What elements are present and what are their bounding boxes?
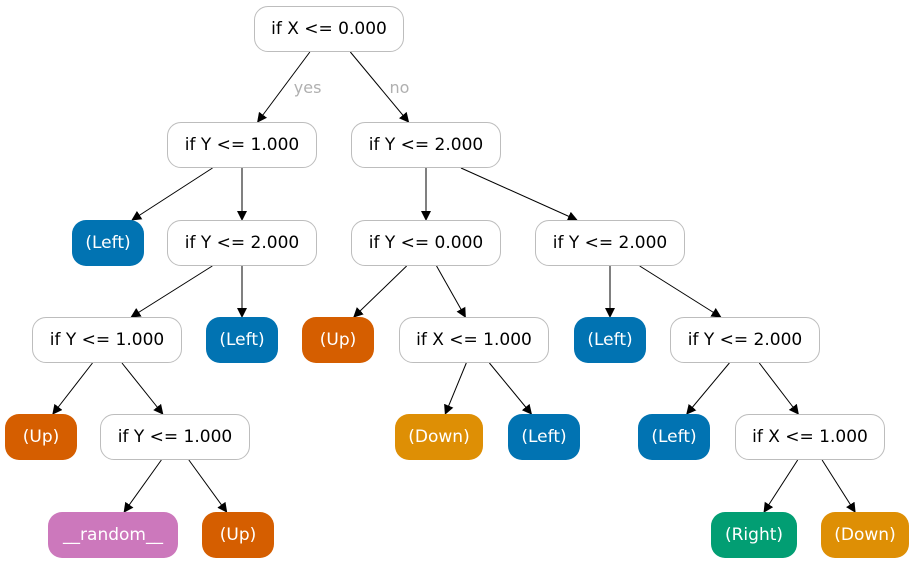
tree-edge (686, 362, 730, 415)
tree-edge (436, 265, 466, 318)
leaf-node: (Up) (302, 317, 374, 363)
decision-node: if X <= 1.000 (735, 414, 885, 460)
decision-node: if X <= 0.000 (254, 6, 404, 52)
decision-node: if Y <= 1.000 (100, 414, 250, 460)
tree-edge (123, 459, 162, 513)
leaf-node: (Down) (395, 414, 483, 460)
leaf-node: (Right) (711, 512, 797, 558)
tree-edge (257, 51, 311, 123)
leaf-node: (Up) (5, 414, 77, 460)
tree-edge (821, 459, 856, 513)
leaf-node: (Down) (821, 512, 909, 558)
tree-edge (130, 265, 213, 318)
edge-label-yes: yes (294, 78, 322, 97)
tree-edge (188, 459, 228, 513)
tree-edge (489, 362, 533, 415)
tree-edge (52, 362, 93, 415)
decision-node: if Y <= 2.000 (351, 122, 501, 168)
leaf-node: (Left) (508, 414, 580, 460)
tree-edge (444, 362, 467, 415)
tree-edge (131, 167, 213, 221)
leaf-node: (Left) (638, 414, 710, 460)
tree-edge (763, 459, 799, 513)
tree-edge (121, 362, 164, 415)
decision-node: if Y <= 2.000 (535, 220, 685, 266)
tree-edge (353, 265, 407, 318)
leaf-node: __random__ (48, 512, 178, 558)
leaf-node: (Left) (574, 317, 646, 363)
leaf-node: (Left) (206, 317, 278, 363)
tree-edge (758, 362, 799, 415)
decision-node: if Y <= 2.000 (167, 220, 317, 266)
leaf-node: (Left) (72, 220, 144, 266)
decision-node: if Y <= 1.000 (167, 122, 317, 168)
tree-edge (349, 51, 410, 123)
tree-edge (639, 265, 722, 318)
decision-node: if Y <= 2.000 (670, 317, 820, 363)
edge-label-no: no (389, 78, 409, 97)
decision-node: if Y <= 1.000 (32, 317, 182, 363)
decision-node: if X <= 1.000 (399, 317, 549, 363)
decision-node: if Y <= 0.000 (351, 220, 501, 266)
tree-edge (460, 167, 578, 221)
leaf-node: (Up) (202, 512, 274, 558)
